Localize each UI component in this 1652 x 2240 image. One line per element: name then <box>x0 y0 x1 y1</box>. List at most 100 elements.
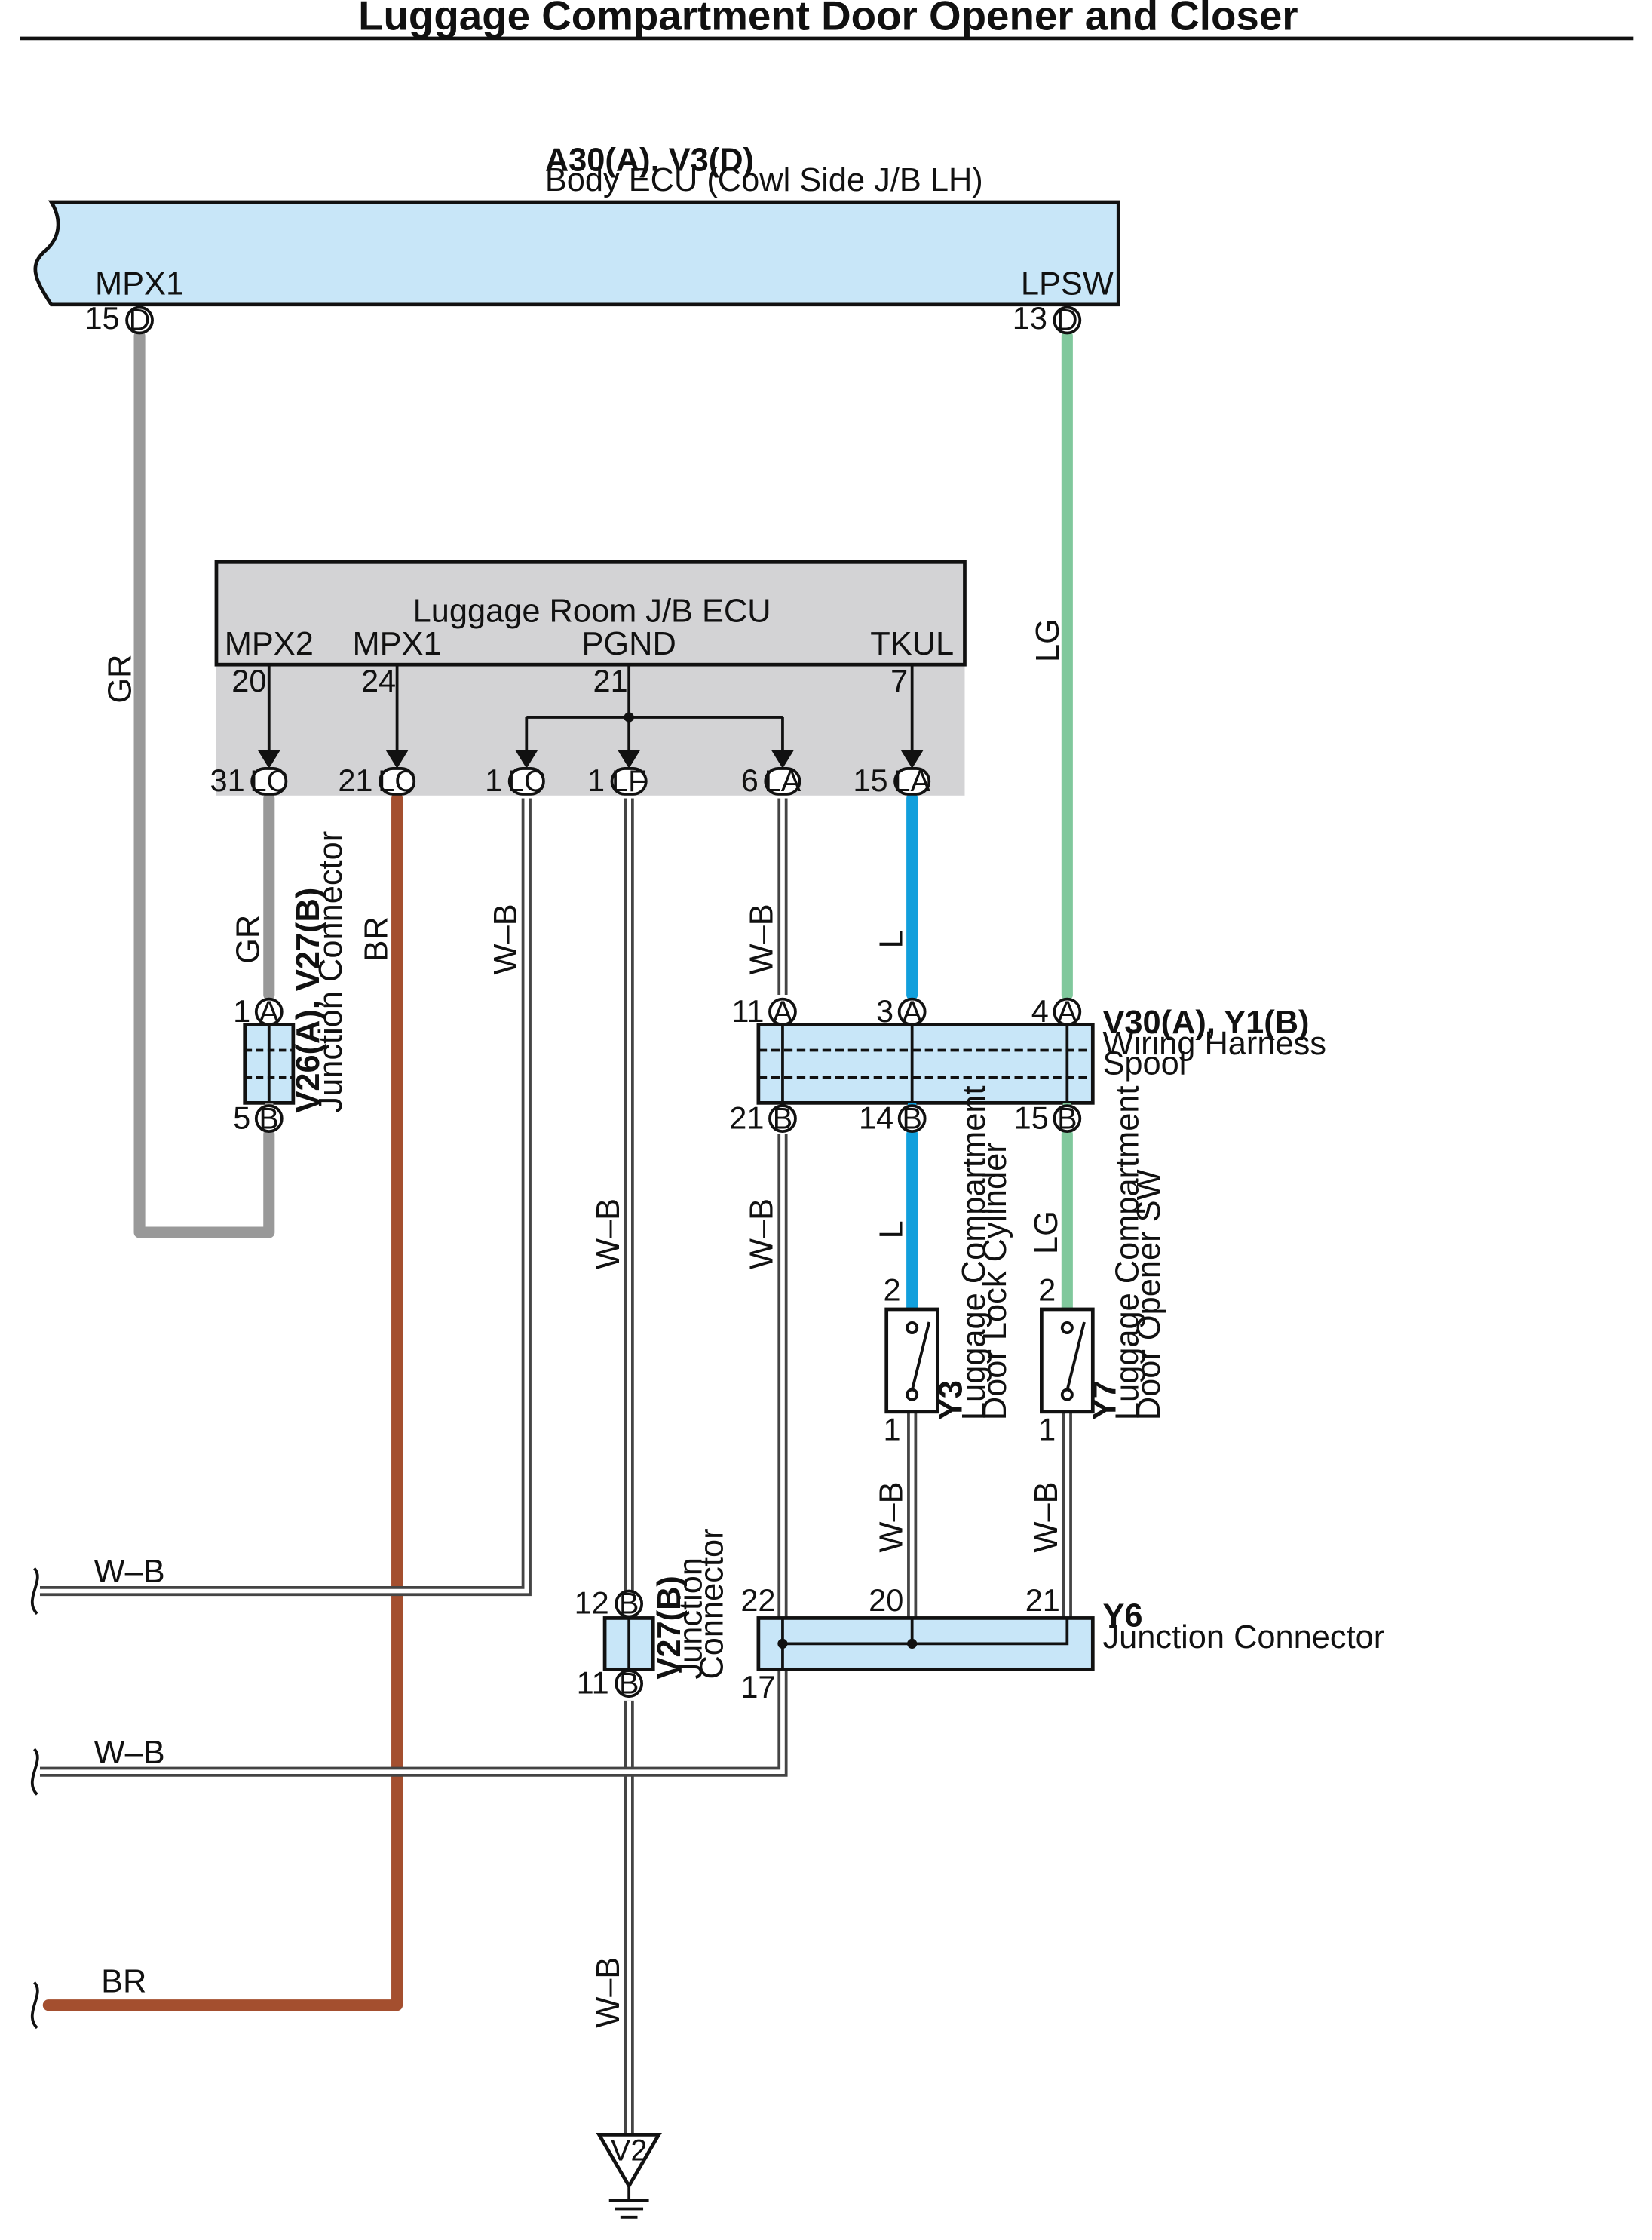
pin-circle <box>254 997 284 1026</box>
wire-label: W–B <box>744 904 780 974</box>
pin-circle <box>615 1589 644 1619</box>
pin-number: 1 <box>587 763 605 798</box>
wire-label: W–B <box>1028 1481 1065 1552</box>
wire-label: L <box>873 1220 909 1238</box>
connector-y6: 22 20 21 17 Y6 Junction Connector <box>740 1582 1384 1705</box>
switch-y7: 2 1 Y7 Luggage Compartment Door Opener S… <box>1038 1085 1167 1447</box>
switch-contact <box>1060 1388 1074 1401</box>
internal-arrows <box>267 664 914 757</box>
wire-label: W–B <box>744 1198 780 1269</box>
wire-gr-main <box>133 330 275 1238</box>
connector-v30: A 11 A 3 A 4 B 21 B 14 B 15 V30(A), Y1(B… <box>729 993 1326 1136</box>
connector-v26: A 1 B 5 V26(A), V27(B) Junction Connecto… <box>233 831 349 1135</box>
pin-conn: B <box>1057 1102 1077 1135</box>
pin-circle <box>897 997 927 1026</box>
wire-label: W–B <box>590 1957 627 2028</box>
pin-circle <box>1053 1104 1082 1133</box>
arrow-head <box>900 750 924 769</box>
v30-name-2: Spool <box>1103 1046 1187 1082</box>
jb-ecu-name: Luggage Room J/B ECU <box>413 594 771 630</box>
y3-name-1: Luggage Compartment <box>956 1085 992 1420</box>
pin-circle <box>1053 997 1082 1026</box>
pin-number: 20 <box>869 1582 903 1618</box>
arrow-head <box>515 750 538 769</box>
pin-conn: D <box>1056 304 1078 337</box>
pin-number: 17 <box>740 1669 775 1705</box>
pin-number: 2 <box>883 1272 900 1308</box>
body-ecu: A30(A), V3(D) Body ECU (Cowl Side J/B LH… <box>33 142 1120 307</box>
wire-labels: GR LG GR BR W–B W–B L W–B W–B L LG W–B W… <box>94 618 1066 2028</box>
y7-name-1: Luggage Compartment <box>1110 1085 1146 1420</box>
pin-number: 21 <box>593 663 628 698</box>
pin-number: 7 <box>890 663 908 698</box>
wire-br <box>42 793 403 2011</box>
v27-code: V27(B) <box>651 1576 688 1679</box>
pin-conn: B <box>619 1667 639 1700</box>
wire-label: GR <box>103 655 139 704</box>
pin-number: 12 <box>575 1585 609 1621</box>
pin-circle <box>615 1669 644 1698</box>
pin-circle <box>254 1104 284 1133</box>
pin-number: 15 <box>84 300 119 336</box>
break-mark <box>31 1567 39 1616</box>
pin-number: 2 <box>1038 1272 1056 1308</box>
pin-pill <box>610 767 648 796</box>
body-ecu-pins: D 15 D 13 <box>84 300 1082 337</box>
luggage-room-jb-ecu: Luggage Room J/B ECU MPX2 MPX1 PGND TKUL… <box>214 560 967 796</box>
pin-conn: B <box>773 1102 792 1135</box>
pin-number: 14 <box>859 1100 893 1135</box>
pin-number: 21 <box>729 1100 764 1135</box>
arrow-head <box>618 750 641 769</box>
pin-number: 1 <box>485 763 502 798</box>
terminal-mpx1-jb: MPX1 <box>353 626 442 662</box>
jb-ecu-shade <box>216 664 965 796</box>
v27-name-2: Connector <box>694 1528 731 1679</box>
break-mark <box>31 1981 39 2030</box>
wire-break-marks <box>31 1567 39 2030</box>
pin-pill <box>764 767 801 796</box>
page-title: Luggage Compartment Door Opener and Clos… <box>358 0 1298 39</box>
wire-label: LG <box>1028 1211 1065 1254</box>
jb-ecu-out-pins: LC 31 LC 21 LC 1 LF 1 LA 6 LA 15 <box>210 763 931 798</box>
pin-number: 4 <box>1031 993 1049 1029</box>
body-ecu-box <box>33 200 1120 307</box>
pin-number: 15 <box>853 763 887 798</box>
connector-v27: B 12 B 11 V27(B) Junction Connector <box>575 1528 731 1700</box>
wire-label: W–B <box>590 1198 627 1269</box>
pin-number: 1 <box>1038 1412 1056 1447</box>
pin-pill <box>250 767 288 796</box>
pin-pill <box>893 767 931 796</box>
wire-inner <box>39 798 529 1594</box>
arrow-head <box>385 750 409 769</box>
y7-name-2: Door Opener SW <box>1131 1169 1167 1420</box>
arrow-head <box>257 750 280 769</box>
pin-circle <box>1053 305 1082 335</box>
pin-circle <box>125 305 154 335</box>
pin-number: 22 <box>740 1582 775 1618</box>
pin-conn: A <box>1057 996 1077 1029</box>
v26-code: V26(A), V27(B) <box>290 888 326 1113</box>
switch-blade <box>910 1321 931 1391</box>
pin-number: 31 <box>210 763 245 798</box>
pin-number: 3 <box>876 993 893 1029</box>
wire-label: W–B <box>94 1554 165 1590</box>
y6-name: Junction Connector <box>1103 1619 1385 1655</box>
pin-number: 13 <box>1013 300 1047 336</box>
y6-bus <box>781 1618 1069 1646</box>
pin-pill <box>507 767 545 796</box>
pin-conn: A <box>259 996 280 1029</box>
pin-number: 11 <box>731 993 764 1029</box>
pin-conn: D <box>129 304 151 337</box>
pin-conn: B <box>259 1102 279 1135</box>
pin-number: 6 <box>741 763 759 798</box>
splice-dot <box>624 712 634 723</box>
arrow-heads <box>257 750 924 769</box>
jb-ecu-box <box>214 560 967 667</box>
pin-circle <box>897 1104 927 1133</box>
switch-contact <box>906 1388 919 1401</box>
pin-conn: A <box>773 996 793 1029</box>
splice-dot <box>907 1638 918 1649</box>
pin-conn: LC <box>250 765 288 798</box>
wire-wb-lc1 <box>39 798 532 1597</box>
